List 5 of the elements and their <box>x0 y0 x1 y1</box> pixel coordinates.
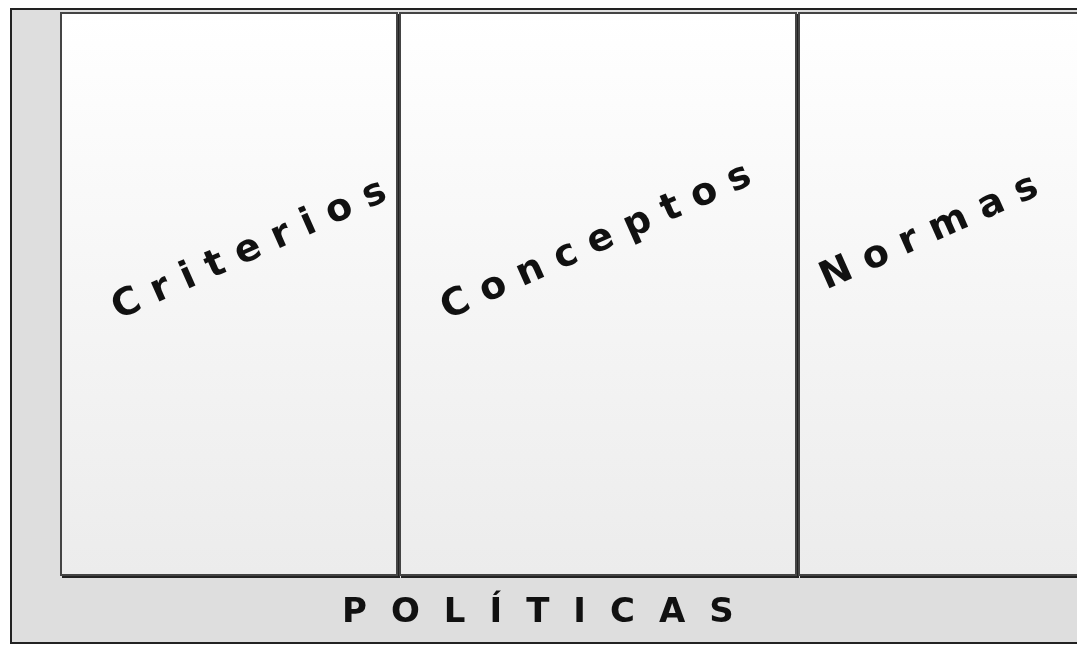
frame-band <box>10 8 1077 644</box>
band-title: POLÍTICAS <box>342 590 758 630</box>
column-panel <box>60 12 398 576</box>
column-panel <box>798 12 1077 576</box>
column-panel <box>399 12 797 576</box>
